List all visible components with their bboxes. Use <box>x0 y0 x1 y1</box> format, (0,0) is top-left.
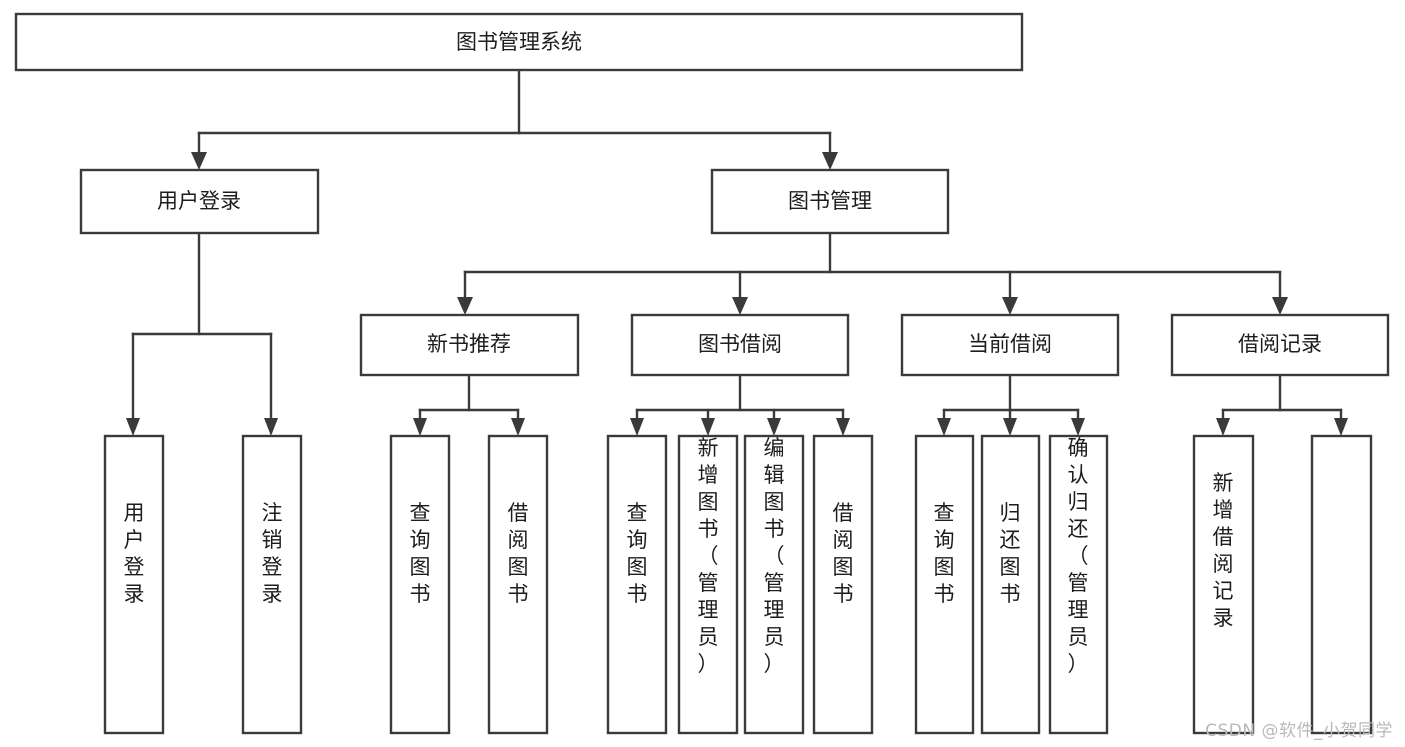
node-leaf-query-2[interactable]: 查询图书 <box>606 434 668 735</box>
node-leaf-confirm-return-box[interactable] <box>1048 434 1109 735</box>
node-cur-borrow-label: 当前借阅 <box>968 332 1052 356</box>
node-book-borrow-box[interactable] <box>630 313 850 377</box>
node-root-label: 图书管理系统 <box>456 30 582 54</box>
node-leaf-add-rec-box[interactable] <box>1192 434 1255 735</box>
node-leaf-logout-box[interactable] <box>241 434 303 735</box>
arrowhead-leaf-confirm-return <box>1071 418 1085 436</box>
node-leaf-add-rec[interactable]: 新增借阅记录 <box>1192 434 1255 735</box>
arrowhead-leaf-query-1 <box>413 418 427 436</box>
node-leaf-borrow-2[interactable]: 借阅图书 <box>812 434 874 735</box>
node-borrow-rec[interactable]: 借阅记录 <box>1170 313 1390 377</box>
node-book-mgmt-label: 图书管理 <box>788 189 872 213</box>
arrowhead-leaf-logout <box>264 418 278 436</box>
node-leaf-query-1[interactable]: 查询图书 <box>389 434 451 735</box>
node-leaf-borrow-2-label: 借阅图书 <box>833 501 854 606</box>
node-leaf-edit-book-box[interactable] <box>743 434 805 735</box>
node-leaf-logout-label: 注销登录 <box>262 501 283 606</box>
node-leaf-borrow-2-box[interactable] <box>812 434 874 735</box>
node-book-mgmt-box[interactable] <box>710 168 950 235</box>
node-user-login[interactable]: 用户登录 <box>79 168 320 235</box>
node-new-rec[interactable]: 新书推荐 <box>359 313 580 377</box>
node-user-login-box[interactable] <box>79 168 320 235</box>
node-borrow-rec-box[interactable] <box>1170 313 1390 377</box>
arrowhead-leaf-edit-book <box>767 418 781 436</box>
node-cur-borrow-box[interactable] <box>900 313 1120 377</box>
arrowhead-leaf-add-book <box>701 418 715 436</box>
node-book-borrow-label: 图书借阅 <box>698 332 782 356</box>
node-leaf-add-book[interactable]: 新增图书（管理员） <box>677 434 739 735</box>
node-root-box[interactable] <box>14 12 1024 72</box>
node-leaf-query-1-label: 查询图书 <box>410 501 431 606</box>
node-leaf-borrow-1[interactable]: 借阅图书 <box>487 434 549 735</box>
arrowhead-leaf-query-2 <box>630 418 644 436</box>
node-leaf-confirm-return[interactable]: 确认归还（管理员） <box>1048 434 1109 735</box>
node-leaf-query-2-label: 查询图书 <box>627 501 648 606</box>
arrowhead-leaf-query-3 <box>937 418 951 436</box>
node-root[interactable]: 图书管理系统 <box>14 12 1024 72</box>
node-leaf-borrow-1-label: 借阅图书 <box>508 501 529 606</box>
arrowhead-book-borrow <box>732 297 748 315</box>
arrowhead-user-login <box>191 152 207 170</box>
arrowhead-leaf-user-login <box>126 418 140 436</box>
arrowhead-leaf-add-rec <box>1216 418 1230 436</box>
arrowhead-leaf-query-rec <box>1334 418 1348 436</box>
node-user-login-label: 用户登录 <box>157 189 241 213</box>
node-leaf-add-book-label: 新增图书（管理员） <box>698 436 719 676</box>
node-leaf-add-rec-label: 新增借阅记录 <box>1213 471 1234 630</box>
node-leaf-confirm-return-label: 确认归还（管理员） <box>1068 436 1089 676</box>
node-leaf-user-login[interactable]: 用户登录 <box>103 434 165 735</box>
node-new-rec-label: 新书推荐 <box>427 332 511 356</box>
node-leaf-borrow-1-box[interactable] <box>487 434 549 735</box>
arrowhead-borrow-rec <box>1272 297 1288 315</box>
node-leaf-user-login-label: 用户登录 <box>124 501 145 606</box>
node-borrow-rec-label: 借阅记录 <box>1238 332 1322 356</box>
node-leaf-query-rec-box[interactable] <box>1310 434 1373 735</box>
arrowhead-leaf-borrow-1 <box>511 418 525 436</box>
arrowhead-leaf-return <box>1003 418 1017 436</box>
node-leaf-return-label: 归还图书 <box>1000 501 1021 606</box>
node-leaf-edit-book[interactable]: 编辑图书（管理员） <box>743 434 805 735</box>
arrowhead-new-rec <box>457 297 473 315</box>
node-leaf-return[interactable]: 归还图书 <box>980 434 1041 735</box>
node-leaf-query-1-box[interactable] <box>389 434 451 735</box>
node-leaf-return-box[interactable] <box>980 434 1041 735</box>
arrowhead-cur-borrow <box>1002 297 1018 315</box>
arrowhead-leaf-borrow-2 <box>836 418 850 436</box>
node-leaf-logout[interactable]: 注销登录 <box>241 434 303 735</box>
node-new-rec-box[interactable] <box>359 313 580 377</box>
csdn-watermark: CSDN @软件_小贺同学 <box>1205 721 1393 741</box>
node-book-mgmt[interactable]: 图书管理 <box>710 168 950 235</box>
node-leaf-query-3-label: 查询图书 <box>934 501 955 606</box>
arrowhead-book-mgmt <box>822 152 838 170</box>
node-leaf-query-3[interactable]: 查询图书 <box>914 434 975 735</box>
node-book-borrow[interactable]: 图书借阅 <box>630 313 850 377</box>
node-leaf-edit-book-label: 编辑图书（管理员） <box>764 436 785 676</box>
node-leaf-add-book-box[interactable] <box>677 434 739 735</box>
node-leaf-user-login-box[interactable] <box>103 434 165 735</box>
node-leaf-query-2-box[interactable] <box>606 434 668 735</box>
node-leaf-query-3-box[interactable] <box>914 434 975 735</box>
connector-group <box>126 68 1348 436</box>
node-leaf-query-rec[interactable] <box>1310 434 1373 735</box>
node-cur-borrow[interactable]: 当前借阅 <box>900 313 1120 377</box>
